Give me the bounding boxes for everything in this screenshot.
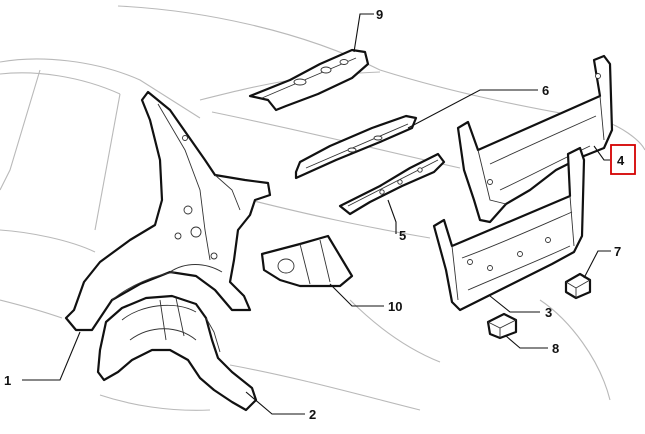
callout-8: 8 <box>552 341 559 356</box>
callout-4: 4 <box>617 153 625 168</box>
part-2-wheelhouse-inner <box>96 294 258 412</box>
callout-7: 7 <box>614 244 621 259</box>
leader-3 <box>489 295 540 313</box>
leader-5 <box>387 199 397 234</box>
callout-3: 3 <box>545 305 552 320</box>
part-5-rear-lower-crossmember <box>338 152 446 216</box>
leader-10 <box>329 283 384 307</box>
leader-lines <box>22 13 611 415</box>
part-4-rear-panel-upper <box>456 54 614 224</box>
leader-8 <box>505 335 548 349</box>
part-3-rear-panel-lower <box>432 146 586 312</box>
part-rear-trim-crossbar <box>294 114 418 180</box>
callout-4-highlight-box <box>610 144 636 175</box>
part-7-bracket <box>564 272 592 300</box>
callout-labels: 1 2 3 4 5 6 7 8 9 10 <box>4 7 625 422</box>
part-9-rear-upper-crossmember <box>248 48 370 112</box>
leader-4 <box>593 145 610 161</box>
leader-1 <box>22 331 81 381</box>
callout-6: 6 <box>542 83 549 98</box>
part-10-light-housing-bracket <box>260 234 354 288</box>
leader-7 <box>583 250 611 279</box>
part-8-bracket <box>486 312 518 340</box>
leader-6 <box>407 89 538 129</box>
callout-1: 1 <box>4 373 11 388</box>
callout-2: 2 <box>309 407 316 422</box>
callout-5: 5 <box>399 228 406 243</box>
leader-2 <box>245 391 305 415</box>
callout-10: 10 <box>388 299 402 314</box>
part-1-rear-quarter-panel <box>64 90 272 332</box>
vehicle-body-outline <box>0 5 645 411</box>
callout-9: 9 <box>376 7 383 22</box>
leader-9 <box>353 13 374 53</box>
